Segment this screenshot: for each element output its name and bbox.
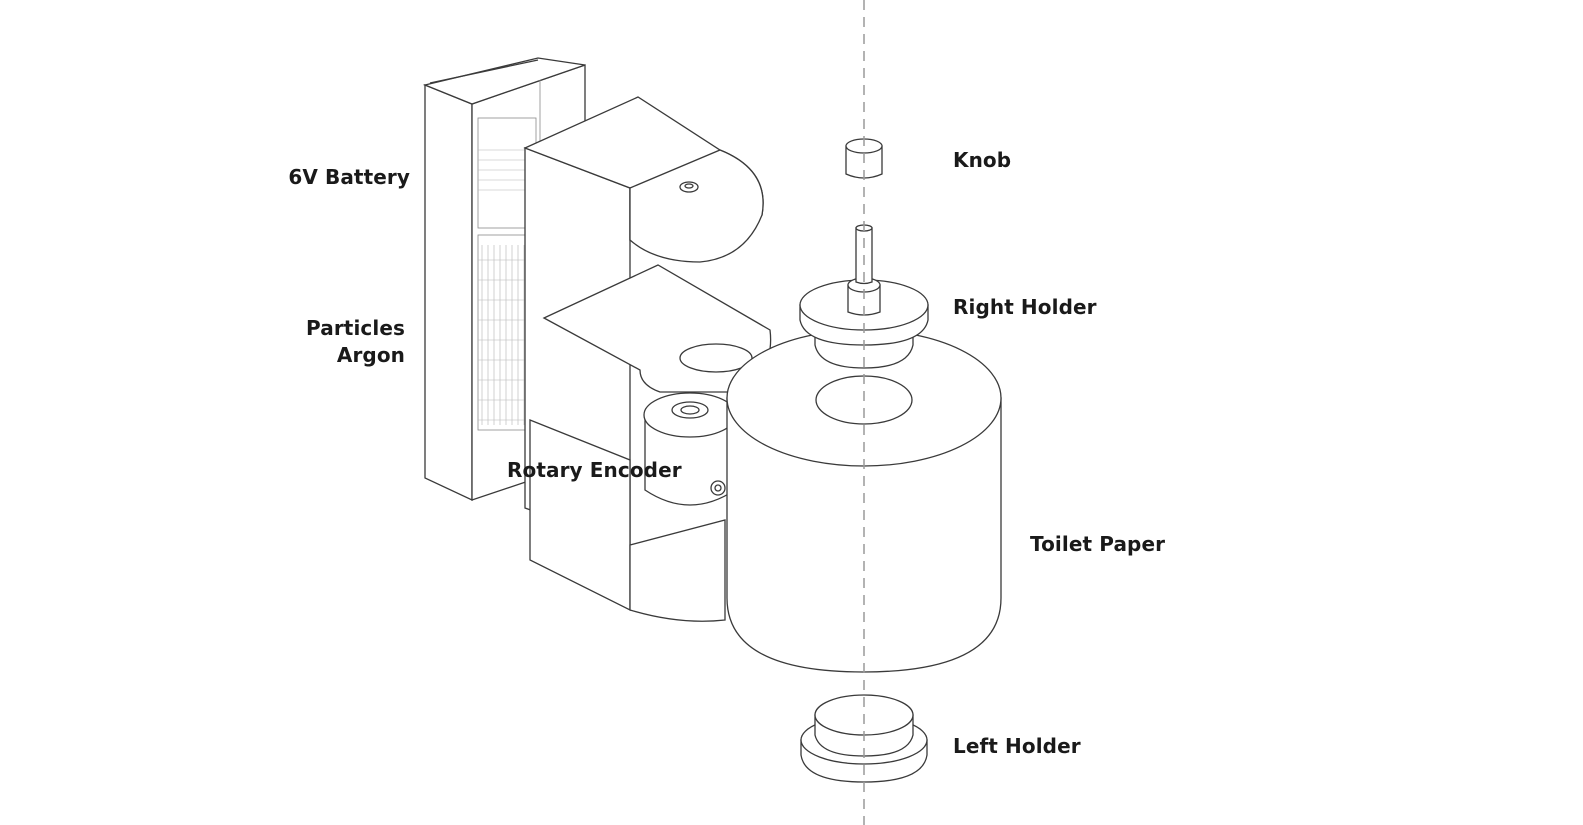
- label-6v-battery: 6V Battery: [288, 165, 410, 189]
- label-left-holder: Left Holder: [953, 734, 1081, 758]
- label-particles-line1: Particles: [306, 316, 405, 340]
- rotary-encoder-part: [643, 392, 737, 506]
- label-toilet-paper: Toilet Paper: [1030, 532, 1166, 556]
- right-holder-part: [799, 224, 929, 369]
- label-knob: Knob: [953, 148, 1012, 172]
- label-rotary-encoder: Rotary Encoder: [507, 458, 682, 482]
- main-bracket: [523, 96, 772, 622]
- label-particles-argon: Particles Argon: [255, 315, 405, 369]
- label-particles-line2: Argon: [336, 343, 405, 367]
- label-right-holder: Right Holder: [953, 295, 1097, 319]
